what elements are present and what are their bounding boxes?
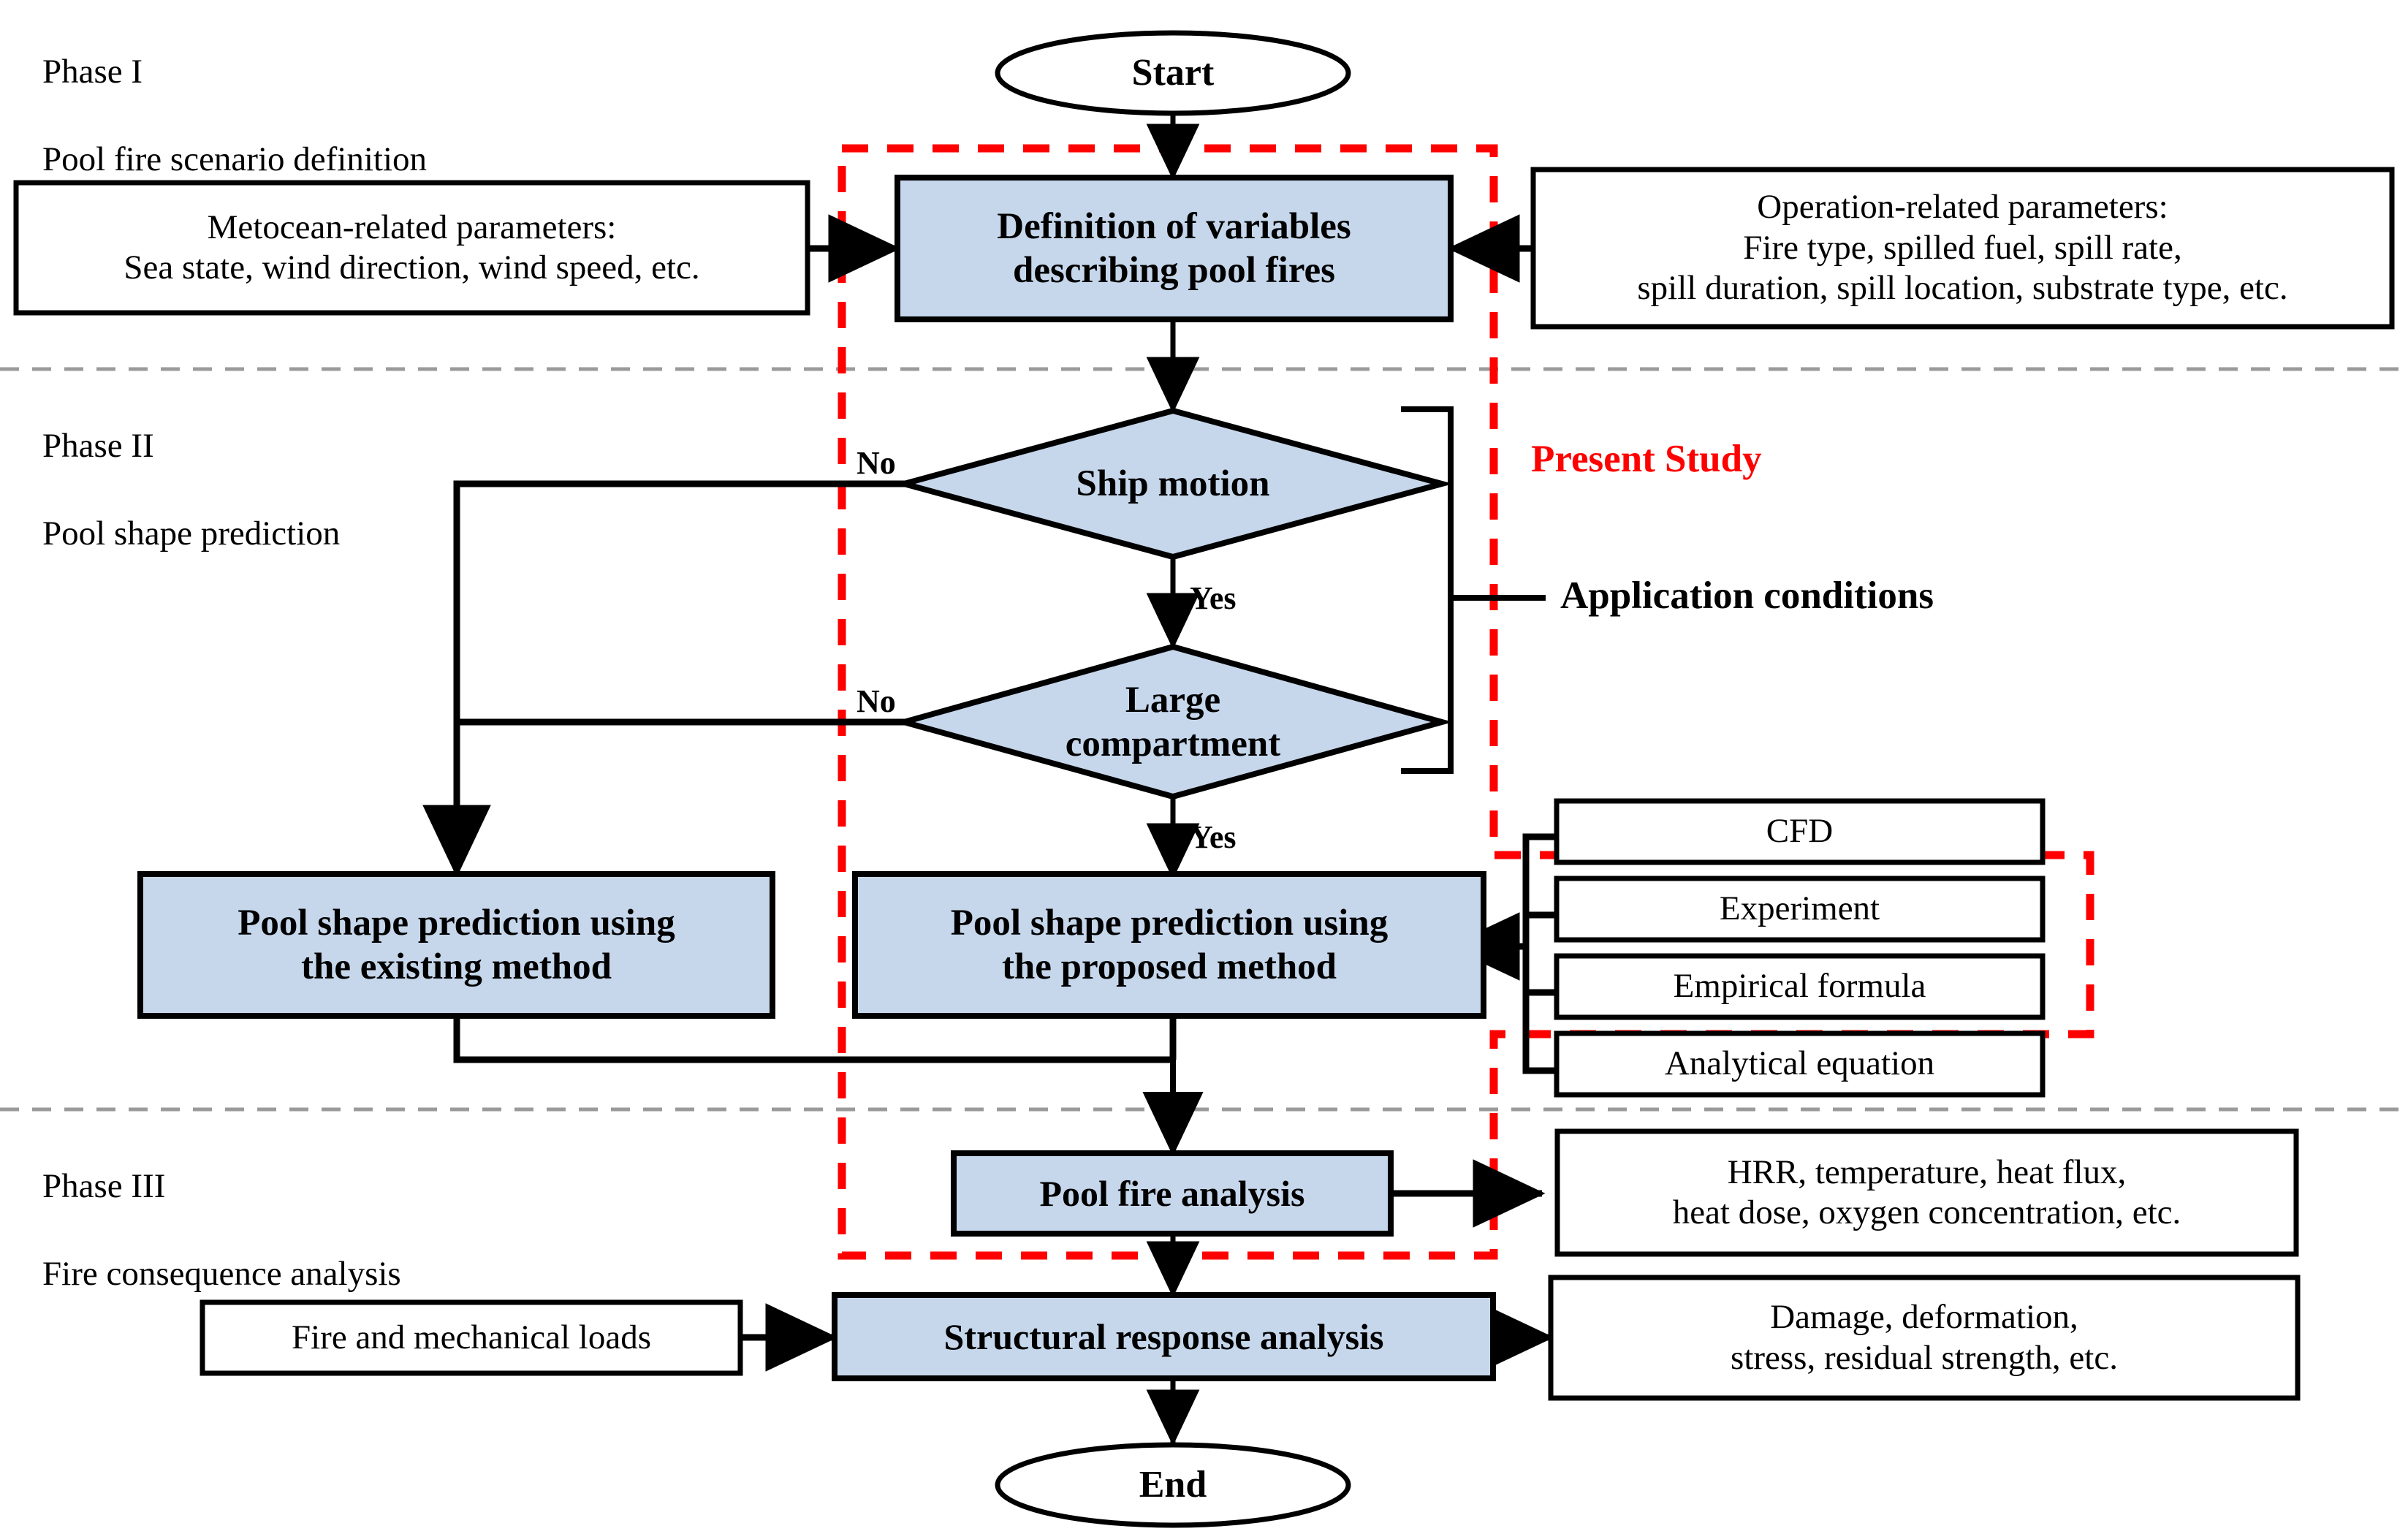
application-conditions-brace bbox=[1401, 406, 1454, 774]
node-pool-shape-proposed bbox=[852, 871, 1486, 1019]
node-large-compartment bbox=[893, 643, 1453, 800]
edge-label-shipmotion-yes: Yes bbox=[1190, 580, 1237, 616]
node-cfd bbox=[1554, 798, 2046, 865]
node-operation-parameters bbox=[1530, 167, 2395, 330]
phase-label-1: Phase I Pool fire scenario definition bbox=[42, 6, 642, 182]
node-fire-outputs bbox=[1554, 1128, 2299, 1257]
node-ship-motion bbox=[892, 407, 1454, 561]
phase-3-name: Fire consequence analysis bbox=[42, 1255, 401, 1294]
edge-label-largecomp-yes: Yes bbox=[1190, 819, 1237, 855]
phase-label-2: Phase II Pool shape prediction bbox=[42, 380, 642, 556]
edge-label-largecomp-no: No bbox=[857, 683, 896, 719]
edge-shipmotion-no bbox=[422, 480, 928, 878]
end-terminator bbox=[995, 1442, 1351, 1528]
phase-label-3: Phase III Fire consequence analysis bbox=[42, 1120, 642, 1296]
node-define-variables bbox=[895, 175, 1454, 322]
node-pool-shape-existing bbox=[137, 871, 775, 1019]
node-structural-response bbox=[832, 1292, 1496, 1381]
present-study-boundary bbox=[838, 144, 2094, 1260]
phase-2-number: Phase II bbox=[42, 427, 154, 466]
node-analytical-equation bbox=[1554, 1030, 2046, 1098]
node-structural-outputs bbox=[1548, 1275, 2301, 1401]
phase-3-number: Phase III bbox=[42, 1167, 166, 1206]
edge-existing-merge bbox=[453, 1016, 1173, 1063]
node-empirical-formula bbox=[1554, 953, 2046, 1020]
node-metocean-parameters bbox=[13, 180, 810, 316]
node-fire-mechanical-loads bbox=[200, 1299, 743, 1376]
methods-bracket bbox=[1522, 833, 1557, 1074]
edge-label-shipmotion-no: No bbox=[857, 445, 896, 481]
phase-1-number: Phase I bbox=[42, 53, 143, 91]
application-conditions-label: Application conditions bbox=[1560, 574, 1934, 617]
node-pool-fire-analysis bbox=[951, 1150, 1394, 1237]
phase-2-name: Pool shape prediction bbox=[42, 515, 341, 553]
present-study-label: Present Study bbox=[1531, 438, 1762, 480]
start-terminator bbox=[995, 30, 1351, 116]
node-experiment bbox=[1554, 876, 2046, 943]
phase-1-name: Pool fire scenario definition bbox=[42, 140, 427, 179]
